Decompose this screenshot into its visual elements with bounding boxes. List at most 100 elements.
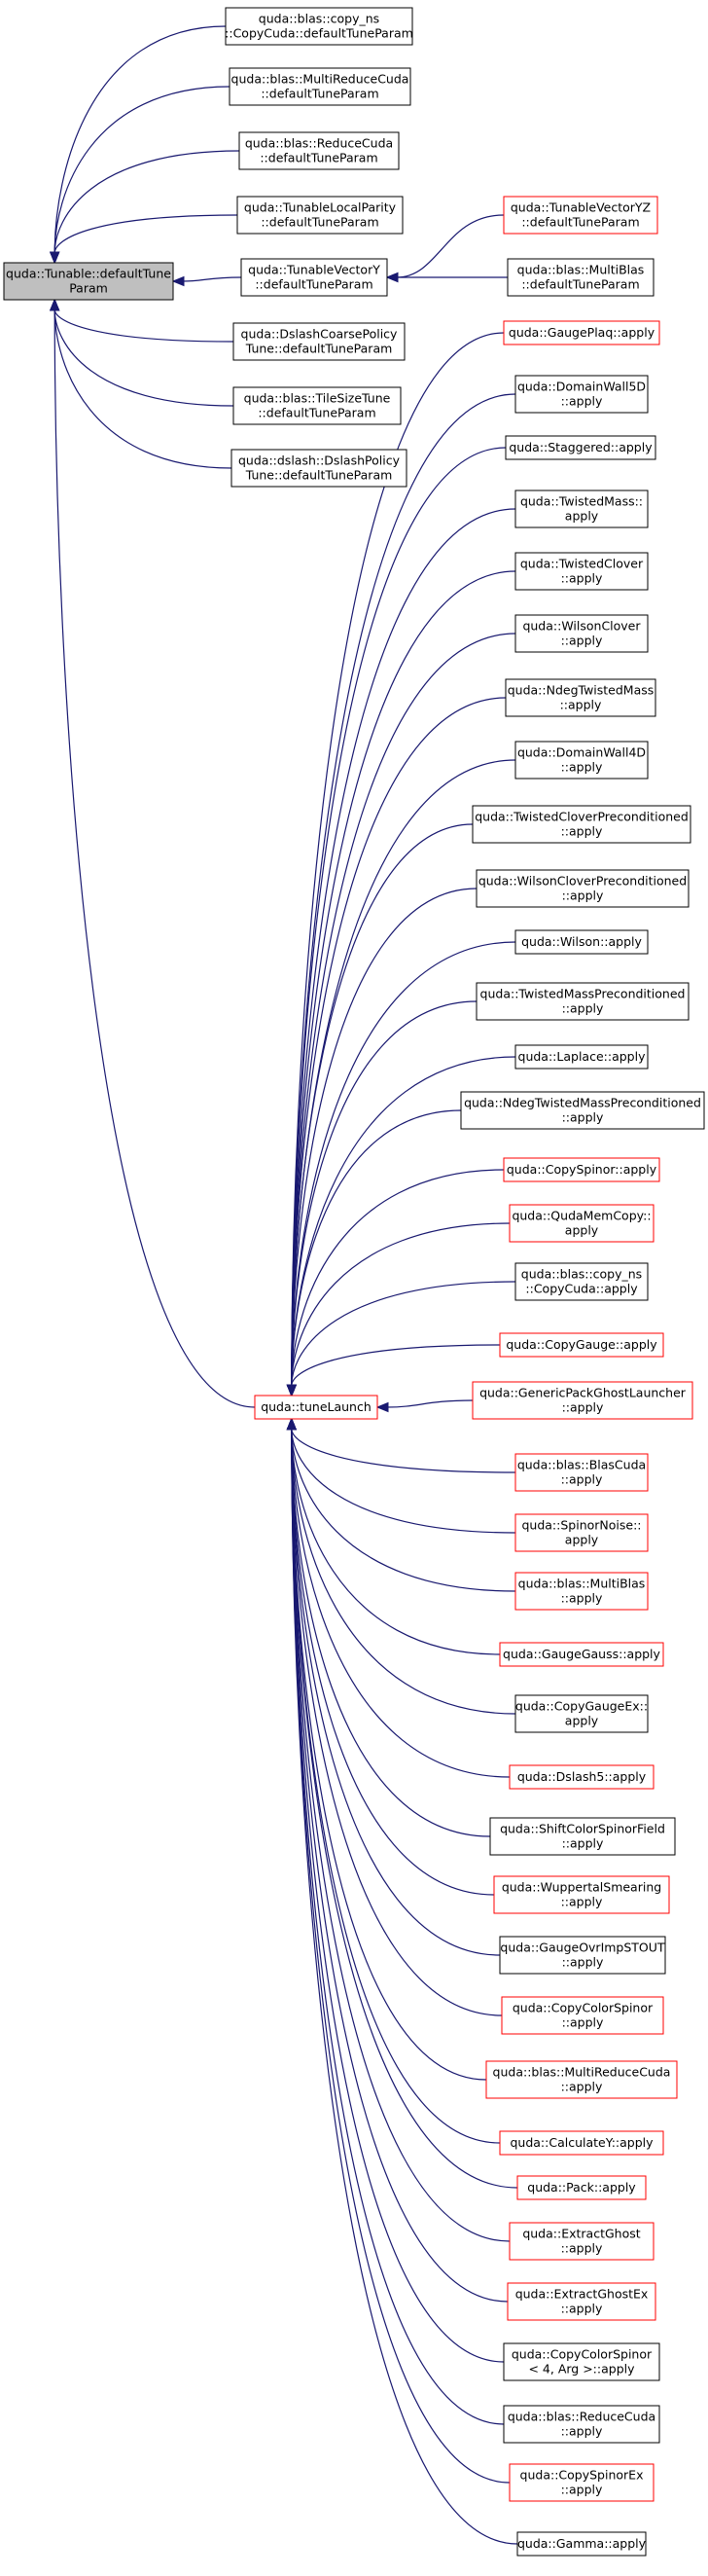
edge-line xyxy=(291,1281,516,1387)
node-box xyxy=(236,196,404,235)
node-label-line: ::defaultTuneParam xyxy=(521,215,639,230)
node-box xyxy=(514,929,649,955)
node-label-line: quda::TwistedClover xyxy=(520,557,644,571)
edge-arrowhead xyxy=(375,1401,389,1413)
graph-node-a6[interactable]: quda::WilsonClover::apply xyxy=(514,614,649,653)
node-label-line: ::defaultTuneParam xyxy=(521,277,639,292)
graph-node-a23[interactable]: quda::GaugeGauss::apply xyxy=(499,1642,664,1667)
graph-node-a5[interactable]: quda::TwistedClover::apply xyxy=(514,552,649,591)
node-label-line: quda::TwistedMassPreconditioned xyxy=(480,987,686,1001)
edge-line xyxy=(53,150,240,254)
node-label-line: quda::CopyColorSpinor xyxy=(513,2001,654,2015)
node-label-line: quda::WuppertalSmearing xyxy=(502,1880,661,1895)
graph-node-tl[interactable]: quda::tuneLaunch xyxy=(254,1395,378,1420)
graph-node-a4[interactable]: quda::TwistedMass::apply xyxy=(514,490,649,528)
graph-node-a25[interactable]: quda::Dslash5::apply xyxy=(509,1764,655,1790)
edge-line xyxy=(291,1428,503,2016)
edge-arrowhead xyxy=(286,1384,298,1397)
graph-node-a28[interactable]: quda::GaugeOvrImpSTOUT::apply xyxy=(499,1936,666,1975)
node-label-line: ::defaultTuneParam xyxy=(261,87,378,101)
graph-node-a3[interactable]: quda::Staggered::apply xyxy=(505,435,656,460)
node-box xyxy=(501,1996,664,2035)
graph-node-a32[interactable]: quda::Pack::apply xyxy=(516,2175,647,2200)
graph-edge xyxy=(375,1399,474,1413)
node-box xyxy=(503,320,660,345)
graph-edge xyxy=(49,298,256,1408)
edge-line xyxy=(291,1428,516,1592)
graph-node-mrc[interactable]: quda::blas::MultiReduceCuda::defaultTune… xyxy=(229,67,411,106)
graph-node-mblas[interactable]: quda::blas::MultiBlas::defaultTuneParam xyxy=(507,258,655,297)
graph-node-a34[interactable]: quda::ExtractGhostEx::apply xyxy=(507,2282,656,2321)
edge-line xyxy=(291,1428,495,1896)
graph-node-a11[interactable]: quda::Wilson::apply xyxy=(514,929,649,955)
node-label-line: quda::TunableVectorYZ xyxy=(511,200,651,215)
graph-node-a35[interactable]: quda::CopyColorSpinor< 4, Arg >::apply xyxy=(503,2342,660,2381)
node-label-line: quda::Wilson::apply xyxy=(521,934,642,949)
node-box xyxy=(516,2175,647,2200)
node-box xyxy=(472,1381,693,1420)
node-label-line: ::apply xyxy=(562,1400,604,1415)
graph-node-a24[interactable]: quda::CopyGaugeEx::apply xyxy=(514,1694,649,1733)
graph-node-tvy[interactable]: quda::TunableVectorY::defaultTuneParam xyxy=(240,258,388,297)
graph-node-a31[interactable]: quda::CalculateY::apply xyxy=(499,2130,664,2156)
node-label-line: quda::blas::MultiReduceCuda xyxy=(231,72,409,87)
node-label-line: apply xyxy=(565,1533,599,1547)
graph-node-copyns[interactable]: quda::blas::copy_ns::CopyCuda::defaultTu… xyxy=(225,7,413,46)
node-label-line: quda::DomainWall4D xyxy=(517,745,646,760)
graph-node-a33[interactable]: quda::ExtractGhost::apply xyxy=(509,2222,655,2261)
graph-node-a9[interactable]: quda::TwistedCloverPreconditioned::apply xyxy=(472,805,691,844)
graph-node-a7[interactable]: quda::NdegTwistedMass::apply xyxy=(505,678,656,717)
graph-node-tvyz[interactable]: quda::TunableVectorYZ::defaultTuneParam xyxy=(503,196,658,235)
edge-line xyxy=(291,1428,491,1837)
graph-node-a38[interactable]: quda::Gamma::apply xyxy=(516,2531,647,2557)
graph-node-a18[interactable]: quda::CopyGauge::apply xyxy=(499,1332,664,1358)
nodes-layer: quda::Tunable::defaultTuneParamquda::bla… xyxy=(3,7,705,2557)
graph-node-a13[interactable]: quda::Laplace::apply xyxy=(514,1044,649,1070)
node-label-line: ::CopyCuda::apply xyxy=(525,1282,638,1296)
edge-line xyxy=(53,308,234,343)
graph-node-a30[interactable]: quda::blas::MultiReduceCuda::apply xyxy=(485,2060,678,2099)
node-box xyxy=(509,1764,655,1790)
graph-node-a29[interactable]: quda::CopyColorSpinor::apply xyxy=(501,1996,664,2035)
graph-node-dpt[interactable]: quda::dslash::DslashPolicyTune::defaultT… xyxy=(230,449,407,488)
graph-node-a21[interactable]: quda::SpinorNoise::apply xyxy=(514,1513,649,1552)
node-box xyxy=(514,1572,649,1611)
node-label-line: quda::blas::MultiBlas xyxy=(518,1577,646,1591)
node-box xyxy=(485,2060,678,2099)
edge-arrowhead xyxy=(49,298,60,311)
graph-node-dcp[interactable]: quda::DslashCoarsePolicyTune::defaultTun… xyxy=(232,322,406,361)
graph-node-a14[interactable]: quda::NdegTwistedMassPreconditioned::app… xyxy=(460,1091,705,1130)
node-box xyxy=(232,386,402,425)
node-label-line: ::apply xyxy=(561,2241,603,2256)
edge-line xyxy=(291,1428,516,1534)
node-box xyxy=(503,2342,660,2381)
node-label-line: ::apply xyxy=(561,1472,603,1487)
node-label-line: quda::WilsonClover xyxy=(522,619,641,634)
graph-node-a26[interactable]: quda::ShiftColorSpinorField::apply xyxy=(489,1817,676,1856)
graph-node-a12[interactable]: quda::TwistedMassPreconditioned::apply xyxy=(476,982,690,1021)
node-label-line: quda::blas::BlasCuda xyxy=(517,1458,646,1472)
edge-line xyxy=(291,1222,511,1387)
graph-node-a8[interactable]: quda::DomainWall4D::apply xyxy=(514,741,649,780)
graph-node-a1[interactable]: quda::GaugePlaq::apply xyxy=(503,320,660,345)
graph-node-a2[interactable]: quda::DomainWall5D::apply xyxy=(514,375,649,414)
graph-node-a19[interactable]: quda::GenericPackGhostLauncher::apply xyxy=(472,1381,693,1420)
graph-node-a27[interactable]: quda::WuppertalSmearing::apply xyxy=(493,1875,670,1914)
graph-node-a20[interactable]: quda::blas::BlasCuda::apply xyxy=(514,1453,649,1492)
graph-node-a10[interactable]: quda::WilsonCloverPreconditioned::apply xyxy=(476,869,690,908)
graph-node-rc[interactable]: quda::blas::ReduceCuda::defaultTuneParam xyxy=(238,131,400,170)
node-label-line: quda::Tunable::defaultTune xyxy=(6,267,171,281)
node-box xyxy=(514,1044,649,1070)
node-label-line: Param xyxy=(69,281,108,296)
graph-node-a22[interactable]: quda::blas::MultiBlas::apply xyxy=(514,1572,649,1611)
node-label-line: quda::CopySpinor::apply xyxy=(507,1162,657,1177)
graph-node-tss[interactable]: quda::blas::TileSizeTune::defaultTunePar… xyxy=(232,386,402,425)
node-box xyxy=(505,678,656,717)
graph-node-a16[interactable]: quda::QudaMemCopy::apply xyxy=(509,1204,655,1243)
graph-node-a17[interactable]: quda::blas::copy_ns::CopyCuda::apply xyxy=(514,1262,649,1301)
graph-node-a36[interactable]: quda::blas::ReduceCuda::apply xyxy=(503,2405,660,2444)
graph-node-a37[interactable]: quda::CopySpinorEx::apply xyxy=(509,2463,655,2502)
graph-node-tlp[interactable]: quda::TunableLocalParity::defaultTunePar… xyxy=(236,196,404,235)
node-label-line: quda::GaugeGauss::apply xyxy=(503,1647,660,1661)
graph-node-a15[interactable]: quda::CopySpinor::apply xyxy=(503,1157,660,1182)
